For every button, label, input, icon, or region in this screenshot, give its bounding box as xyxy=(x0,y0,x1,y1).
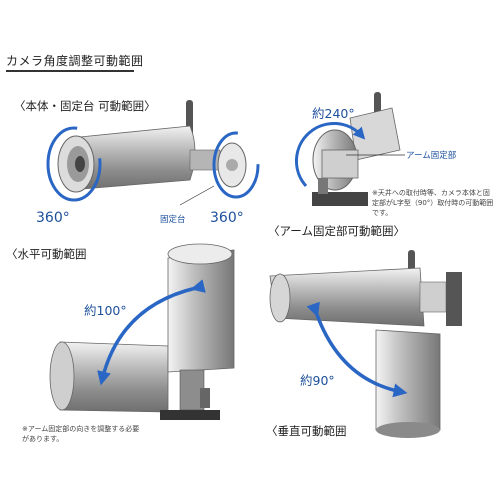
rotation-arrow-horizontal xyxy=(97,279,206,386)
section-heading-horizontal: 〈水平可動範囲 xyxy=(6,247,87,261)
body-mount-camera xyxy=(46,100,260,206)
section-heading-body-mount: 〈本体・固定台 可動範囲〉 xyxy=(14,99,156,113)
horizontal-camera xyxy=(49,243,235,420)
section-heading-vertical: 〈垂直可動範囲 xyxy=(266,424,347,438)
vertical-camera xyxy=(269,250,462,438)
angle-label-body-right: 360° xyxy=(210,210,244,226)
angle-label-arm: 約240° xyxy=(312,106,355,121)
rotation-arrow-vertical xyxy=(306,301,408,398)
angle-label-vertical: 約90° xyxy=(300,373,335,388)
section-heading-arm-mount: 〈アーム固定部可動範囲〉 xyxy=(268,224,405,238)
title-underline xyxy=(6,70,134,72)
page-title: カメラ角度調整可動範囲 xyxy=(6,54,144,68)
rotation-arrow-right xyxy=(212,131,260,199)
mount-label: 固定台 xyxy=(160,215,186,225)
rotation-arrow-arm xyxy=(295,122,366,187)
arm-mount-camera xyxy=(295,92,405,206)
rotation-arrow-left xyxy=(46,126,102,202)
angle-label-horizontal: 約100° xyxy=(84,303,127,318)
horizontal-note: ※アーム固定部の向きを調整する必要があります。 xyxy=(22,425,140,443)
angle-label-body-left: 360° xyxy=(36,210,70,226)
arm-label: アーム固定部 xyxy=(406,151,457,161)
arm-note: ※天井への取付時等、カメラ本体と固定部がL字型（90°）取付時の可動範囲です。 xyxy=(372,189,494,217)
